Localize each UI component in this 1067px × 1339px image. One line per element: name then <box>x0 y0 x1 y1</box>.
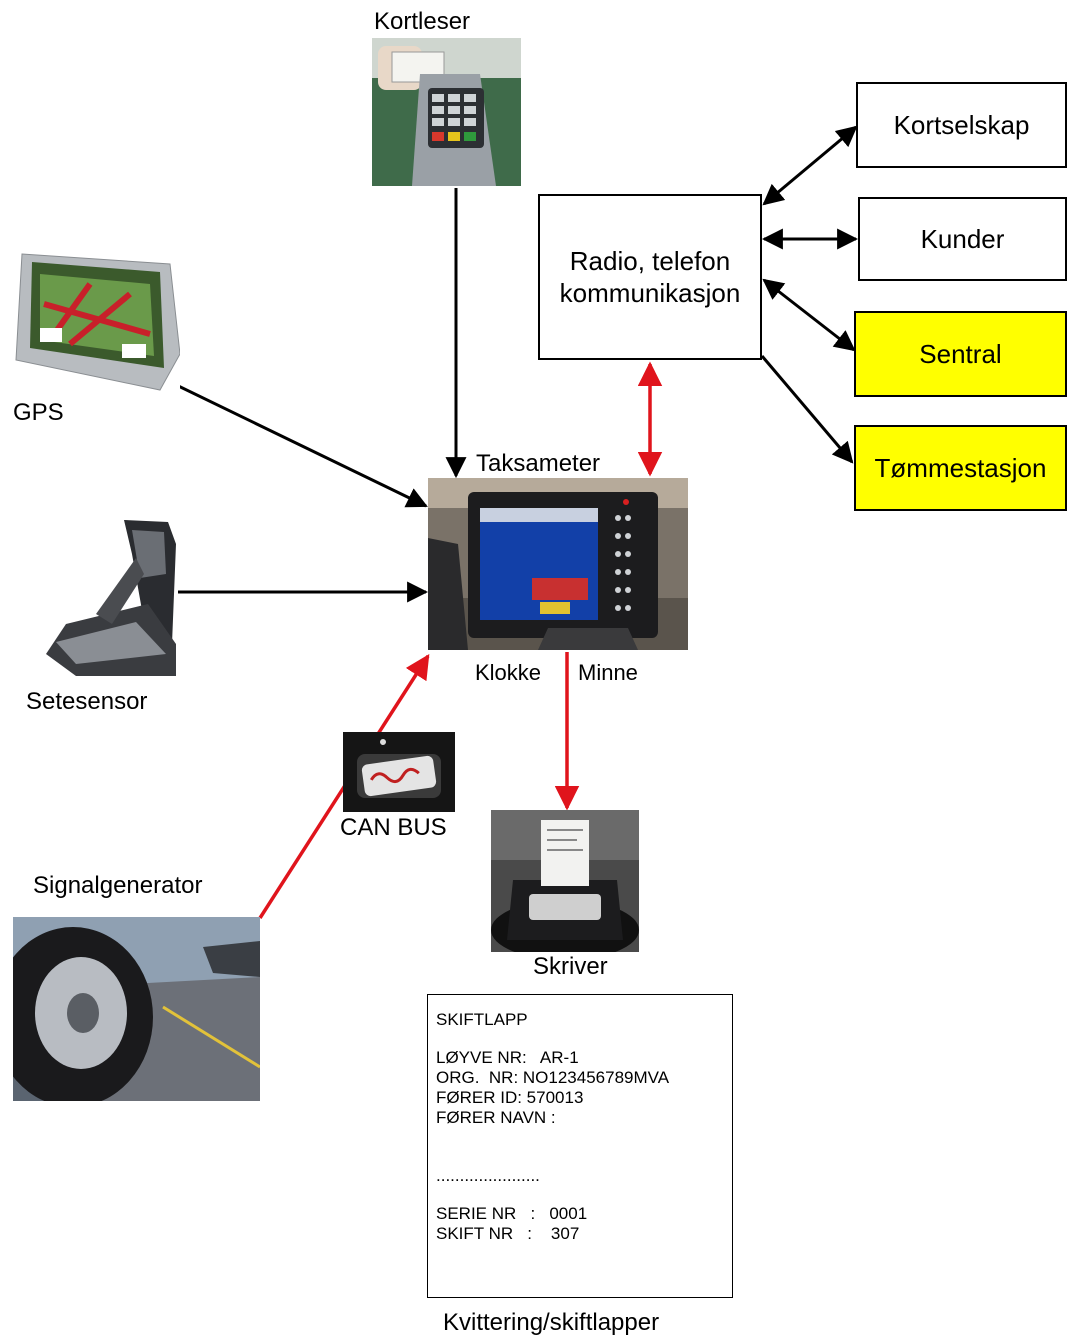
receipt-loyve: LØYVE NR: AR-1 <box>436 1048 579 1067</box>
arrow-radio-tommestasjon <box>760 355 854 464</box>
radio-label-line1: Radio, telefon <box>569 245 731 276</box>
arrow-radio-kortselskap <box>762 125 858 206</box>
signalgenerator-label: Signalgenerator <box>33 872 203 899</box>
can-bus-photo <box>343 732 455 812</box>
kvittering-label: Kvittering/skiftlapper <box>443 1309 660 1336</box>
printer-photo <box>491 810 639 952</box>
taximeter-photo <box>428 478 688 650</box>
tommestasjon-label: Tømmestasjon <box>874 452 1047 483</box>
seat-sensor-photo <box>36 514 178 676</box>
kortselskap-box: Kortselskap <box>856 82 1067 168</box>
receipt-serie: SERIE NR : 0001 <box>436 1204 588 1223</box>
skiftlapp-receipt: SKIFTLAPP LØYVE NR: AR-1 ORG. NR: NO1234… <box>427 994 733 1298</box>
receipt-forer-navn: FØRER NAVN : <box>436 1108 556 1127</box>
arrow-radio-sentral <box>762 278 856 352</box>
receipt-skift: SKIFT NR : 307 <box>436 1224 580 1243</box>
tommestasjon-box: Tømmestasjon <box>854 425 1067 511</box>
kortselskap-label: Kortselskap <box>893 109 1030 140</box>
receipt-forer-id: FØRER ID: 570013 <box>436 1088 584 1107</box>
minne-label: Minne <box>578 660 638 685</box>
sentral-box: Sentral <box>854 311 1067 397</box>
sentral-label: Sentral <box>919 338 1002 369</box>
gps-device-photo <box>10 244 180 392</box>
radio-label-line2: kommunikasjon <box>559 278 741 308</box>
card-reader-photo <box>372 38 521 186</box>
car-wheel-photo <box>13 917 260 1101</box>
kortleser-label: Kortleser <box>374 8 471 35</box>
skriver-label: Skriver <box>533 953 608 980</box>
gps-label: GPS <box>13 399 64 426</box>
kunder-box: Kunder <box>858 197 1067 281</box>
radio-telefon-box: Radio, telefon kommunikasjon <box>538 194 762 360</box>
taksameter-label: Taksameter <box>476 450 601 477</box>
klokke-label: Klokke <box>475 660 542 685</box>
receipt-dots: ...................... <box>436 1166 540 1185</box>
arrow-gps-taksameter <box>165 378 428 508</box>
canbus-label: CAN BUS <box>340 814 447 841</box>
receipt-title: SKIFTLAPP <box>436 1010 528 1029</box>
setesensor-label: Setesensor <box>26 688 148 715</box>
kunder-label: Kunder <box>920 223 1005 254</box>
receipt-org: ORG. NR: NO123456789MVA <box>436 1068 670 1087</box>
